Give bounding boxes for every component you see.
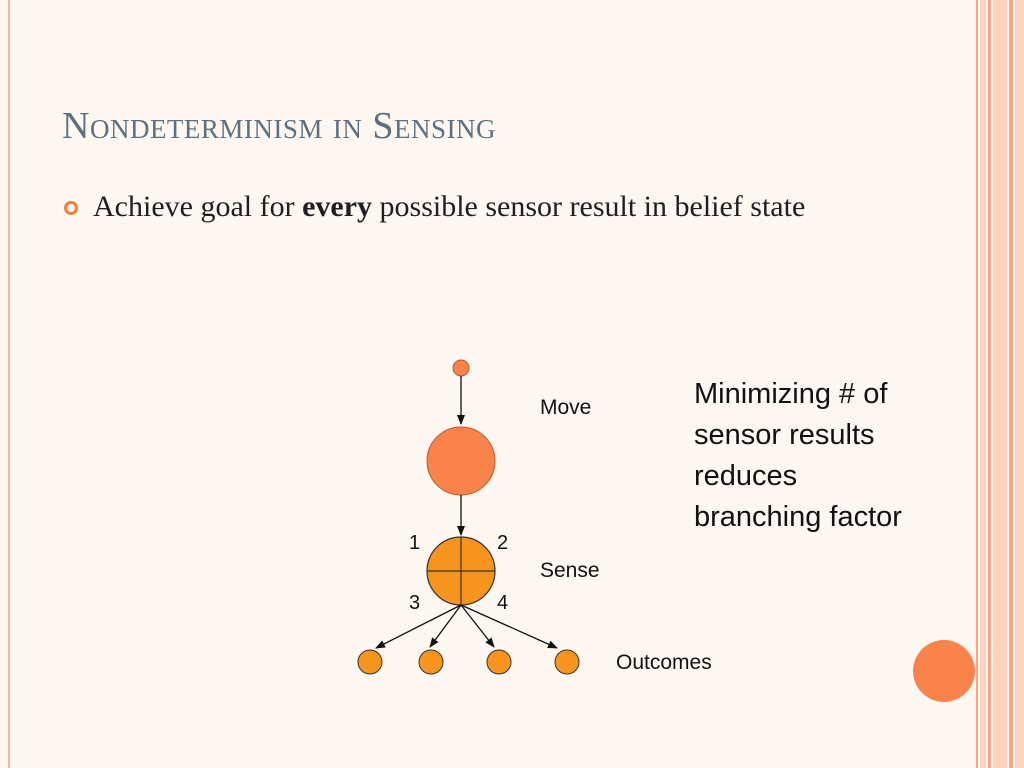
sense-label: Sense [540,559,600,582]
outcome-arrow [429,604,462,648]
stripe [993,0,1007,768]
note-line: Minimizing # of [694,378,888,410]
quadrant-label-1: 1 [409,532,421,554]
bullet-text: Achieve goal for every possible sensor r… [93,188,873,226]
quadrant-label-2: 2 [497,532,509,554]
outcome-arrow [460,604,495,648]
slide-title: Nondeterminism in Sensing [62,105,497,147]
stripe [976,0,978,768]
right-border-stripes [976,0,1024,768]
belief-state-node [426,426,496,496]
side-note: Minimizing # of sensor results reduces b… [694,374,994,538]
note-line: reduces [694,460,798,492]
note-line: sensor results [694,419,875,451]
decorative-circle [913,640,975,702]
quadrant-label-4: 4 [497,592,509,614]
outcome-arrow [460,604,558,649]
move-label: Move [540,396,592,419]
start-node [452,359,470,377]
bullet-suffix: possible sensor result in belief state [372,190,806,223]
left-border [8,0,10,768]
outcome-node [486,649,512,675]
stripe [1009,0,1013,768]
bullet-prefix: Achieve goal for [93,190,303,223]
bullet-emphasis: every [302,190,373,223]
outcomes-label: Outcomes [616,651,712,674]
quadrant-label-3: 3 [409,592,421,614]
stripe [1015,0,1024,768]
outcome-node [357,649,383,675]
outcome-node [554,649,580,675]
stripe [988,0,991,768]
outcome-arrow [375,604,462,649]
outcome-node [418,649,444,675]
bullet-ring-icon [64,201,78,215]
stripe [980,0,986,768]
note-line: branching factor [694,501,902,533]
